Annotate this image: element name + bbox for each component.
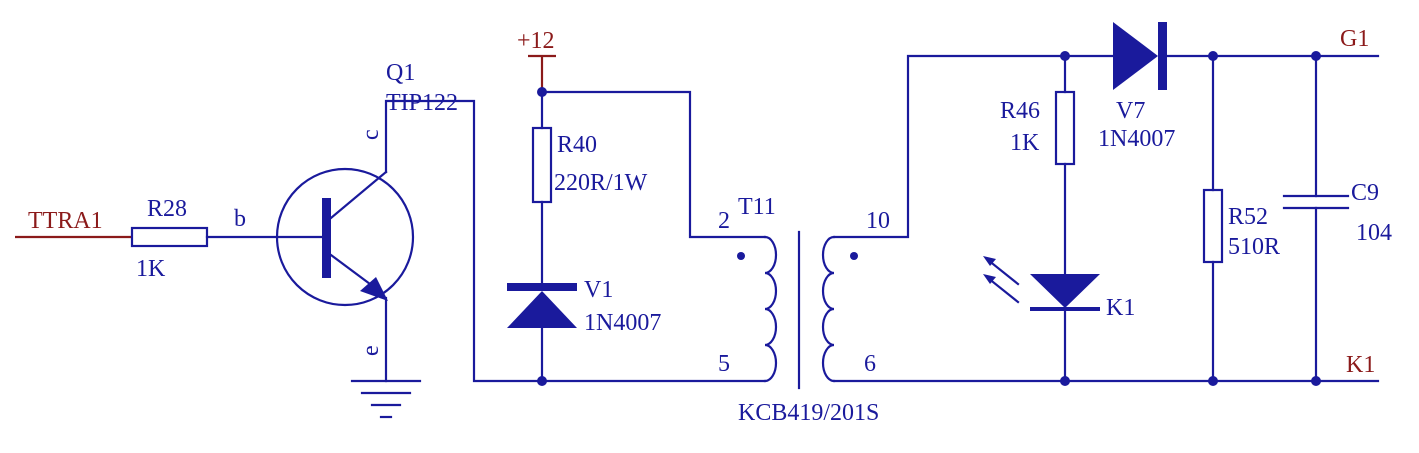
diode-v7-bar [1158,22,1167,90]
r40-value: 220R/1W [554,170,648,196]
junction-dot [1060,376,1070,386]
wire-secondary-top [832,54,1115,239]
v7-value: 1N4007 [1098,126,1175,152]
transistor-q1-body [275,167,415,307]
wire-collector [384,99,544,383]
r52-value: 510R [1228,234,1280,260]
q1-value: TIP122 [386,90,458,116]
t11-primary-dot [737,252,745,260]
t11-secondary-dot [850,252,858,260]
r52-ref: R52 [1228,204,1268,230]
light-arrows-icon [983,256,1020,304]
q1-pin-emitter: e [358,345,384,356]
diode-v7-body [1113,22,1158,90]
junction-dot [1208,376,1218,386]
t11-ref: T11 [738,194,776,220]
ground-icon [350,379,422,419]
r46-value: 1K [1010,130,1040,156]
v1-value: 1N4007 [584,310,661,336]
net-label-ttra1: TTRA1 [28,208,103,234]
t11-pin5: 5 [718,351,730,377]
v1-ref: V1 [584,277,613,303]
q1-base-bar [322,198,331,278]
r28-value: 1K [136,256,166,282]
c9-value: 104 [1356,220,1392,246]
diode-v1-body [507,291,577,328]
t11-pin6: 6 [864,351,876,377]
v7-ref: V7 [1116,98,1145,124]
r46-ref: R46 [1000,98,1040,124]
k1-bar [1030,307,1100,311]
diode-v1-bar [507,283,577,291]
q1-emitter-arrow [360,277,388,301]
r28-ref: R28 [147,196,187,222]
r40-ref: R40 [557,132,597,158]
resistor-r52 [1202,188,1224,264]
t11-value: KCB419/201S [738,400,879,426]
t11-secondary-winding [821,235,836,383]
resistor-r28 [130,226,209,248]
q1-pin-base: b [234,206,246,232]
net-label-gate: G1 [1340,26,1369,52]
q1-collector-lead [329,170,388,220]
c9-ref: C9 [1351,180,1379,206]
net-label-supply: +12 [517,28,555,54]
wire-supply-to-t11 [540,90,767,239]
q1-ref: Q1 [386,60,415,86]
k1-ref: K1 [1106,295,1135,321]
junction-dot [1311,376,1321,386]
resistor-r40 [531,126,553,204]
t11-pin2: 2 [718,208,730,234]
t11-primary-winding [763,235,778,383]
q1-pin-collector: c [358,129,384,140]
t11-pin10: 10 [866,208,890,234]
resistor-r46 [1054,90,1076,166]
net-label-cathode: K1 [1346,352,1375,378]
k1-body [1030,274,1100,308]
